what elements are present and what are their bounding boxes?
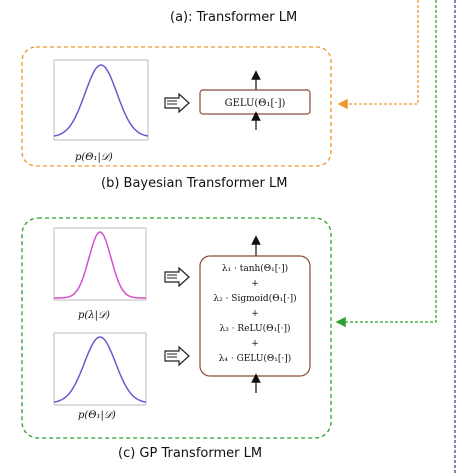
gp-plus-sign: + xyxy=(251,339,259,349)
gp-activation-terms: λ₁ · tanh(Θ₁[·]) + λ₂ · Sigmoid(Θ₁[·]) + λ₃ … xyxy=(213,263,296,364)
gp-hand-icon-top xyxy=(164,266,190,288)
bayesian-dist-label: p(Θ₁|𝒟) xyxy=(75,152,113,163)
gp-lambda-dist-label: p(λ|𝒟) xyxy=(78,310,110,321)
gp-lambda-gaussian-curve xyxy=(54,231,146,299)
gp-plus-sign: + xyxy=(251,309,259,319)
orange-dashed-route xyxy=(337,0,419,110)
bayesian-activation-label: GELU(Θ₁[·]) xyxy=(225,98,286,109)
gp-activation-term: λ₂ · Sigmoid(Θ₁[·]) xyxy=(213,293,296,304)
gp-panel-border xyxy=(21,217,332,439)
gp-activation-term: λ₃ · ReLU(Θ₁[·]) xyxy=(220,323,291,334)
bayesian-panel: p(Θ₁|𝒟) GELU(Θ₁[·]) xyxy=(21,46,332,167)
caption-bayesian-transformer-lm: (b) Bayesian Transformer LM xyxy=(101,176,288,191)
gp-plus-sign: + xyxy=(251,279,259,289)
bayesian-posterior-plot xyxy=(53,59,149,141)
gp-theta-gaussian-curve xyxy=(53,336,147,403)
gp-lambda-posterior-plot xyxy=(53,227,147,301)
caption-gp-transformer-lm: (c) GP Transformer LM xyxy=(118,446,263,461)
bayesian-gaussian-curve xyxy=(53,64,149,137)
gp-panel: p(λ|𝒟) p(Θ₁|𝒟) λ₁ · tanh(Θ₁[ xyxy=(21,217,332,439)
gp-hand-icon-bottom xyxy=(164,345,190,367)
gp-activation-term: λ₄ · GELU(Θ₁[·]) xyxy=(219,353,292,364)
caption-transformer-lm: (a): Transformer LM xyxy=(170,10,298,25)
gp-theta-dist-label: p(Θ₁|𝒟) xyxy=(78,410,116,421)
gp-theta-posterior-plot xyxy=(53,332,147,406)
green-dashed-route xyxy=(335,0,437,328)
bayesian-panel-border xyxy=(21,46,332,167)
bayesian-hand-icon xyxy=(164,92,190,114)
gp-activation-term: λ₁ · tanh(Θ₁[·]) xyxy=(222,263,288,274)
